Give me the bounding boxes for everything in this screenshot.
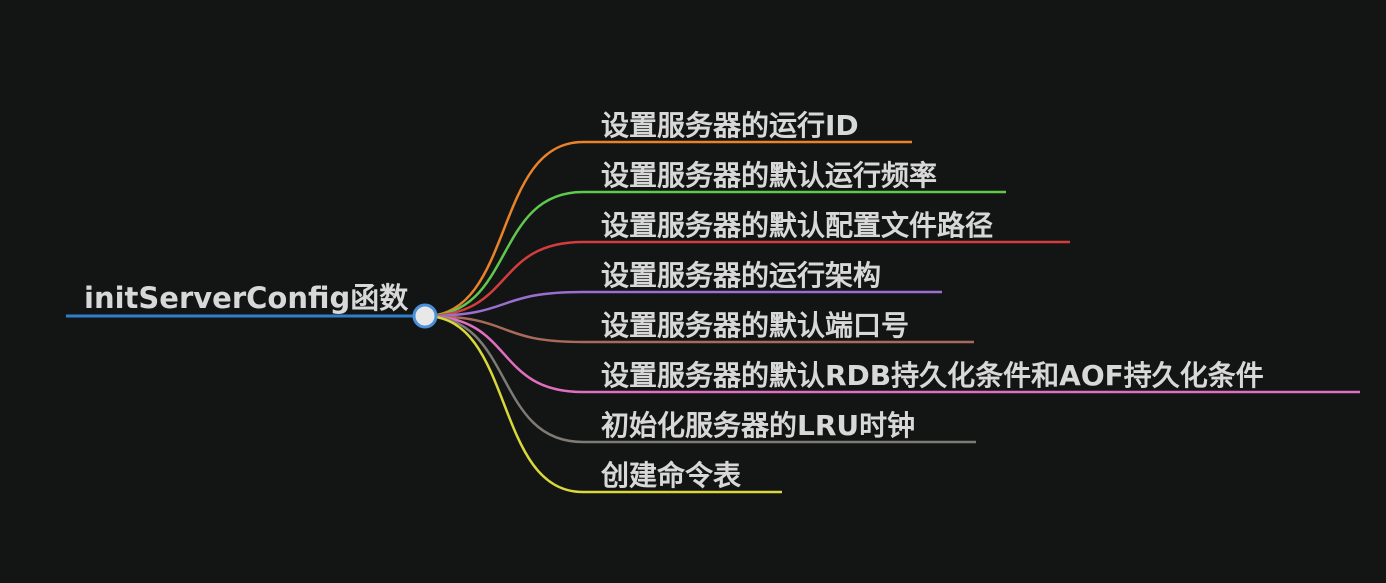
root-topic[interactable]: initServerConfig函数 [66,281,425,318]
connector-8 [424,314,584,494]
child-topic-4[interactable]: 设置服务器的运行架构 [583,259,942,294]
root-node-circle[interactable] [412,303,438,329]
child-topic-1[interactable]: 设置服务器的运行ID [583,109,912,144]
child-label: 初始化服务器的LRU时钟 [601,409,915,442]
connector-7 [424,314,584,444]
child-topic-7[interactable]: 初始化服务器的LRU时钟 [583,409,976,444]
child-label: 设置服务器的默认RDB持久化条件和AOF持久化条件 [601,359,1264,392]
connector-6 [424,314,584,394]
child-label: 设置服务器的运行ID [601,109,859,142]
child-topic-8[interactable]: 创建命令表 [583,459,782,494]
connector-4 [424,290,584,318]
child-topic-2[interactable]: 设置服务器的默认运行频率 [583,159,1006,194]
child-topics: 设置服务器的运行ID设置服务器的默认运行频率设置服务器的默认配置文件路径设置服务… [583,109,1360,494]
child-label: 设置服务器的运行架构 [601,259,881,292]
child-topic-5[interactable]: 设置服务器的默认端口号 [583,309,974,344]
connector-3 [424,240,584,318]
child-label: 设置服务器的默认端口号 [601,309,909,342]
child-topic-3[interactable]: 设置服务器的默认配置文件路径 [583,209,1070,244]
mind-map-edges [424,140,584,494]
connector-2 [424,190,584,318]
child-label: 设置服务器的默认运行频率 [601,159,937,192]
root-label: initServerConfig函数 [84,281,409,315]
connector-1 [424,140,584,318]
child-label: 创建命令表 [600,459,741,492]
child-label: 设置服务器的默认配置文件路径 [601,209,993,242]
child-topic-6[interactable]: 设置服务器的默认RDB持久化条件和AOF持久化条件 [583,359,1360,394]
connector-5 [424,314,584,344]
